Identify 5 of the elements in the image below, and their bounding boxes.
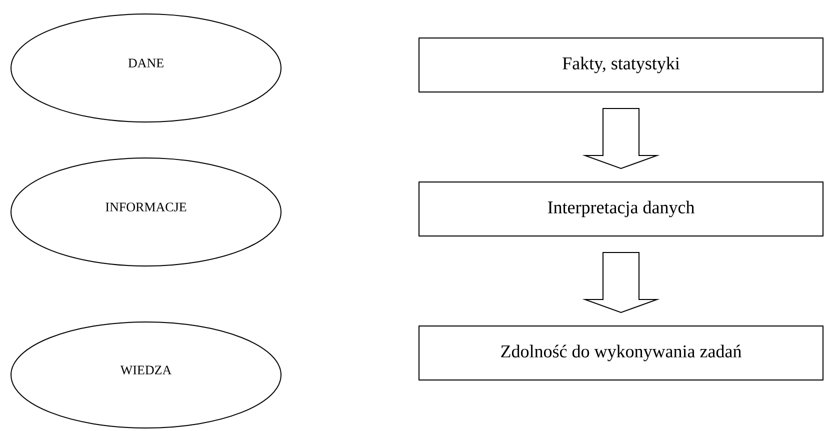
text-box: Zdolność do wykonywania zadań bbox=[418, 325, 824, 380]
block-arrow bbox=[582, 108, 660, 170]
text-box: Fakty, statystyki bbox=[418, 38, 824, 92]
text-box: Interpretacja danych bbox=[418, 182, 824, 236]
block-arrow bbox=[582, 252, 660, 314]
